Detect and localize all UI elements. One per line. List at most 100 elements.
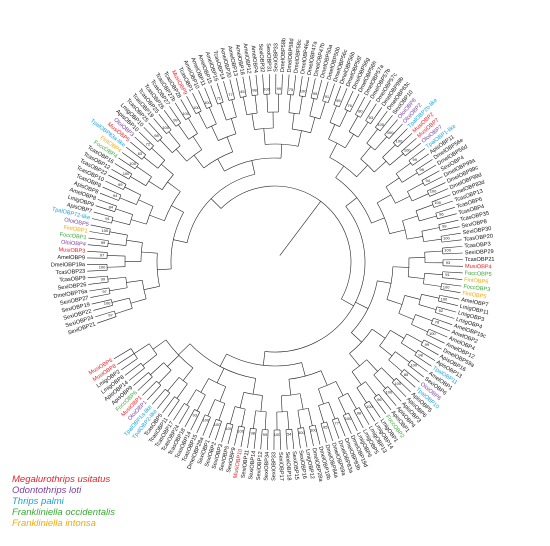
bootstrap-label: 100	[300, 88, 307, 93]
branch-arc	[129, 214, 133, 225]
branch-segment	[186, 95, 197, 114]
branch-segment	[174, 102, 186, 120]
branch-segment	[266, 94, 269, 113]
branch-segment	[357, 121, 369, 138]
branch-segment	[341, 298, 354, 307]
branch-segment	[437, 213, 457, 220]
leaf-label: AmelOBP9	[57, 255, 85, 262]
branch-segment	[337, 417, 346, 437]
branch-segment	[90, 293, 111, 298]
branch-segment	[95, 205, 115, 212]
branch-segment	[263, 351, 266, 366]
bootstrap-label: 100	[101, 228, 108, 233]
bootstrap-label: 71	[217, 95, 222, 100]
branch-segment	[397, 133, 413, 148]
branch-segment	[173, 403, 185, 421]
branch-arc	[161, 174, 174, 190]
branch-segment	[175, 148, 187, 162]
branch-segment	[424, 250, 443, 253]
bootstrap-label: 99	[425, 342, 430, 347]
branch-segment	[417, 349, 436, 361]
branch-segment	[304, 77, 310, 97]
branch-segment	[363, 404, 376, 422]
bootstrap-label: 78	[435, 320, 440, 325]
branch-segment	[254, 95, 258, 114]
bootstrap-label: 100	[396, 138, 403, 143]
branch-segment	[262, 74, 265, 95]
bootstrap-label: 100	[366, 404, 373, 409]
branch-segment	[173, 239, 188, 244]
branch-segment	[291, 429, 295, 450]
bootstrap-label: 94	[113, 193, 118, 198]
bootstrap-label: 98	[357, 410, 362, 415]
branch-arc	[107, 240, 109, 247]
branch-segment	[231, 118, 237, 134]
bootstrap-label: 77	[335, 421, 340, 426]
branch-segment	[251, 160, 256, 175]
legend-thrips-palmi: Thrips palmi	[12, 496, 64, 507]
branch-arc	[415, 210, 420, 221]
branch-segment	[418, 304, 437, 310]
branch-segment	[389, 229, 406, 234]
branch-segment	[329, 143, 338, 158]
branch-segment	[122, 152, 139, 165]
branch-segment	[89, 231, 110, 236]
branch-segment	[401, 172, 418, 183]
branch-segment	[253, 428, 257, 449]
bootstrap-label: 63	[138, 151, 143, 156]
branch-segment	[125, 146, 143, 160]
leaf-label: TcasOBP9	[59, 275, 86, 283]
branch-segment	[167, 399, 180, 417]
branch-arc	[408, 160, 413, 166]
branch-segment	[310, 117, 316, 133]
branch-segment	[118, 157, 136, 170]
branch-segment	[396, 378, 411, 393]
branch-segment	[309, 98, 315, 117]
root-branch	[279, 201, 321, 256]
branch-segment	[130, 298, 147, 304]
branch-segment	[190, 412, 200, 431]
branch-segment	[360, 146, 372, 160]
leaf-label: TcasOBP20	[463, 234, 493, 243]
branch-arc	[333, 104, 340, 108]
leaf-label: AmelOBP7	[461, 297, 489, 308]
branch-segment	[87, 275, 108, 279]
branch-segment	[236, 77, 241, 98]
branch-arc	[297, 407, 309, 411]
branch-segment	[328, 402, 336, 420]
branch-segment	[163, 110, 177, 127]
branch-arc	[174, 396, 180, 401]
branch-arc	[264, 206, 366, 353]
bootstrap-label: 97	[102, 289, 107, 294]
branch-arc	[395, 173, 403, 183]
bootstrap-label: 100	[410, 362, 417, 367]
branch-segment	[91, 299, 112, 305]
branch-segment	[403, 369, 420, 383]
branch-segment	[419, 215, 437, 222]
branch-segment	[339, 88, 348, 107]
branch-segment	[349, 93, 360, 112]
branch-segment	[314, 425, 321, 445]
branch-segment	[107, 266, 126, 268]
branch-segment	[371, 328, 386, 339]
leaf-label: SexiOBP30	[462, 226, 491, 236]
branch-segment	[297, 410, 301, 429]
branch-segment	[418, 164, 437, 176]
branch-segment	[148, 122, 163, 138]
bootstrap-label: 100	[182, 111, 189, 116]
branch-segment	[240, 427, 245, 447]
branch-segment	[351, 332, 362, 343]
branch-arc	[130, 348, 138, 359]
branch-segment	[408, 276, 425, 279]
branch-segment	[93, 211, 114, 218]
branch-segment	[89, 287, 110, 292]
branch-segment	[420, 344, 439, 356]
branch-segment	[442, 252, 463, 255]
branch-segment	[381, 367, 395, 381]
branch-segment	[385, 177, 400, 188]
branch-segment	[339, 110, 348, 127]
branch-segment	[415, 159, 433, 171]
branch-segment	[113, 348, 132, 360]
branch-segment	[196, 414, 206, 434]
branch-segment	[408, 148, 426, 161]
